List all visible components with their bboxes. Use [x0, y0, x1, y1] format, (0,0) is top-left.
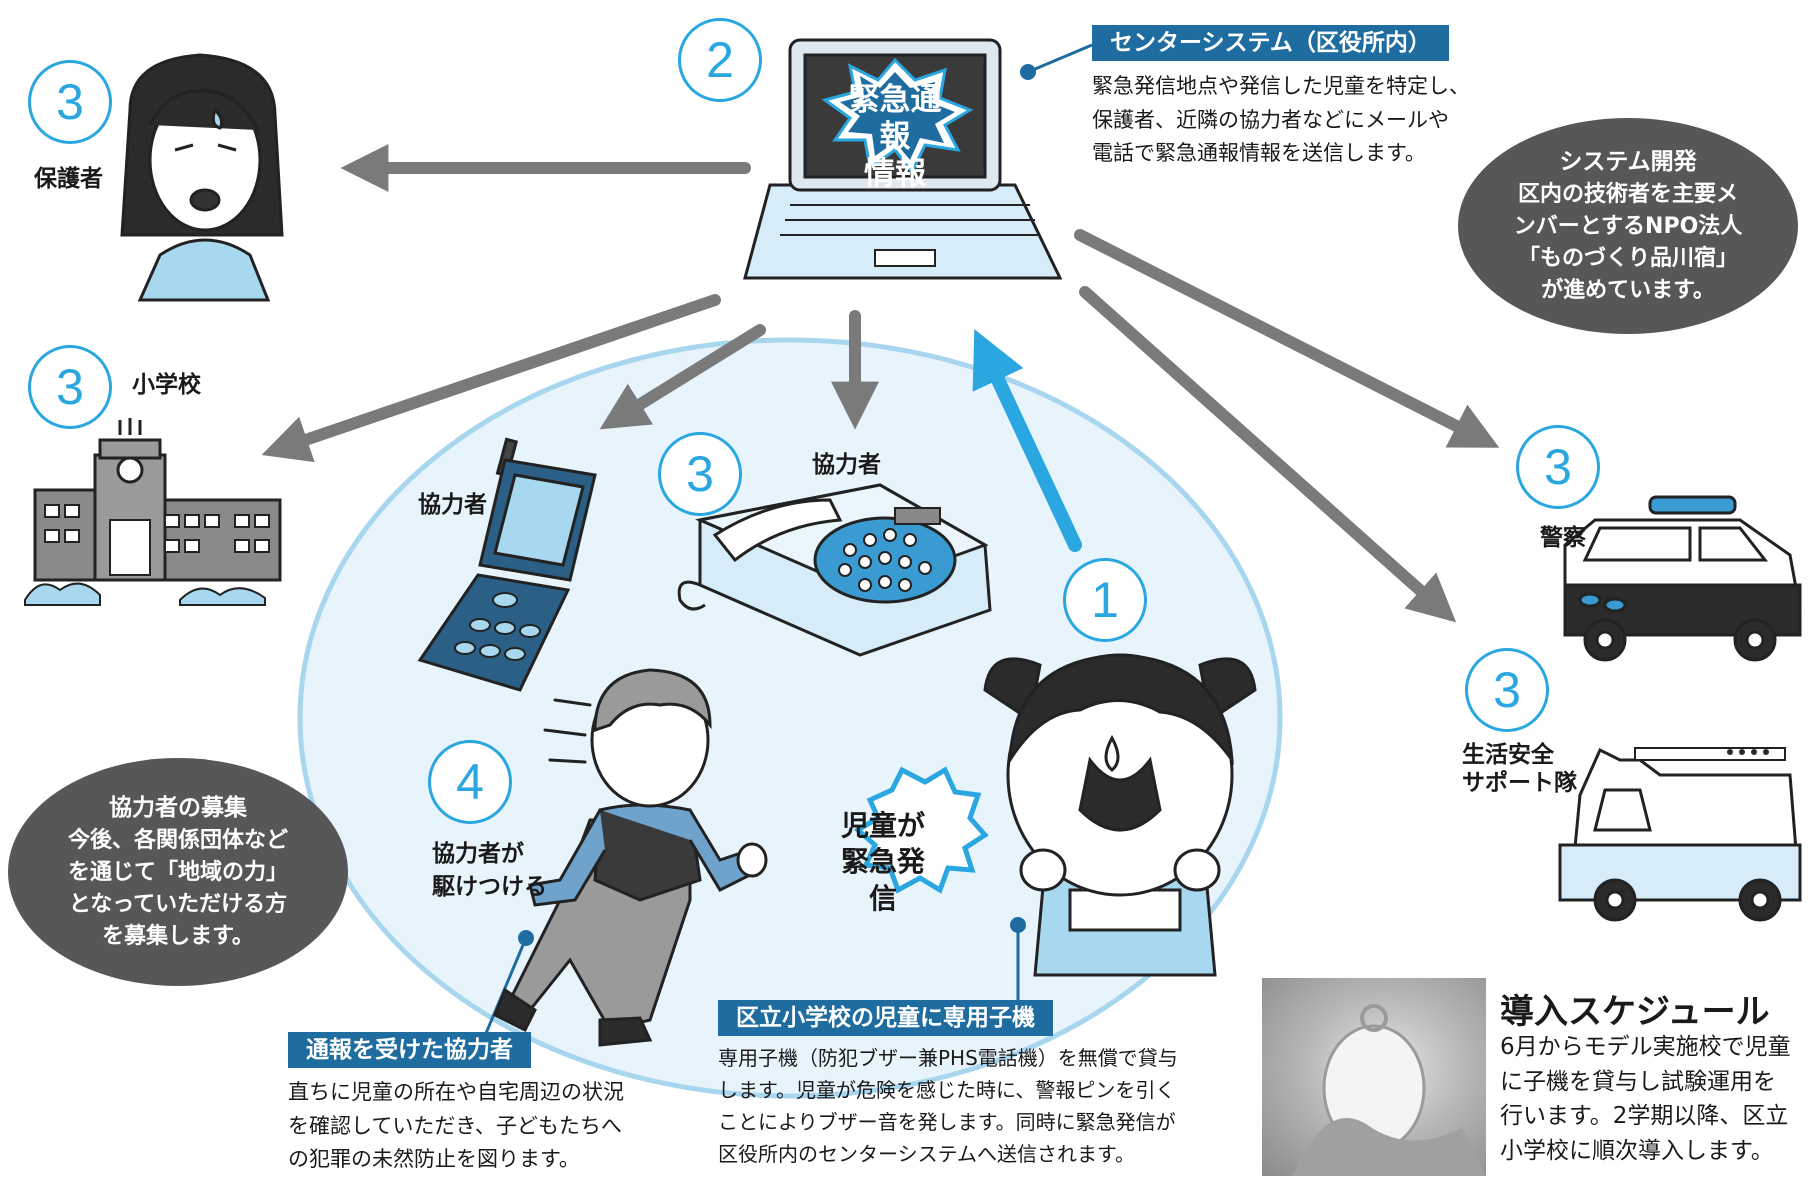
recruit-line-2: を通じて「地域の力」: [67, 859, 288, 885]
step-number-3-school: 3: [28, 345, 112, 429]
school-building-icon: [24, 418, 282, 606]
system-dev-line-1: 区内の技術者を主要メ: [1517, 181, 1738, 207]
label-cooperator-rushing: 協力者が 駆けつける: [432, 838, 547, 905]
schedule-line-2: に子機を貸与し試験運用を: [1500, 1068, 1776, 1095]
step-number-4: 4: [428, 740, 512, 824]
label-rushing-line-2: 駆けつける: [432, 874, 547, 901]
label-rushing-line-1: 協力者が: [432, 841, 524, 867]
schedule-line-3: 行います。2学期以降、区立: [1500, 1103, 1789, 1129]
connector-cooperator: [482, 937, 528, 1039]
system-dev-title: システム開発: [1559, 148, 1697, 175]
handset-line-2: します。児童が危険を感じた時に、警報ピンを引く: [718, 1078, 1176, 1102]
receiving-cooperator-line-1: 直ちに児童の所在や自宅周辺の状況: [288, 1080, 624, 1104]
connector-dot-cooperator: [518, 930, 534, 946]
handset-photo: [1262, 978, 1486, 1176]
handset-title: 区立小学校の児童に専用子機: [718, 1000, 1053, 1036]
schedule-line-1: 6月からモデル実施校で児童: [1500, 1034, 1791, 1060]
laptop-screen-line-2: 情報: [864, 156, 926, 193]
receiving-cooperator-line-3: の犯罪の未然防止を図ります。: [288, 1147, 580, 1172]
recruit-title: 協力者の募集: [109, 794, 247, 821]
step-number-3-police: 3: [1516, 425, 1600, 509]
step-number-3-phone: 3: [658, 432, 742, 516]
label-guardian: 保護者: [34, 166, 103, 192]
center-system-line-2: 保護者、近隣の協力者などにメールや: [1092, 107, 1449, 132]
arrow-child-to-center: [972, 329, 1082, 552]
center-system-line-1: 緊急発信地点や発信した児童を特定し、: [1092, 74, 1470, 98]
girl-icon: [983, 653, 1257, 977]
receiving-cooperator-body: 直ちに児童の所在や自宅周辺の状況 を確認していただき、子どもたちへ の犯罪の未然…: [288, 1076, 624, 1177]
label-cooperator-phone: 協力者: [812, 452, 881, 478]
handset-line-1: 専用子機（防犯ブザー兼PHS電話機）を無償で貸与: [718, 1046, 1178, 1070]
recruit-oval: 協力者の募集 今後、各関係団体など を通じて「地域の力」 となっていただける方 …: [8, 758, 348, 986]
laptop-icon: [743, 38, 1063, 280]
system-dev-oval: システム開発 区内の技術者を主要メ ンバーとするNPO法人 「ものづくり品川宿」…: [1458, 118, 1798, 334]
recruit-line-4: を募集します。: [102, 923, 254, 949]
laptop-screen-text: 緊急通報 情報: [840, 82, 950, 194]
system-dev-line-4: が進めています。: [1541, 277, 1715, 303]
handset-line-4: 区役所内のセンターシステムへ送信されます。: [718, 1142, 1135, 1166]
child-burst-text: 児童が 緊急発信: [828, 808, 938, 917]
schedule-title: 導入スケジュール: [1500, 992, 1770, 1032]
label-cooperator-mobile: 協力者: [418, 492, 487, 518]
label-safety-team-line-1: 生活安全: [1462, 742, 1554, 768]
step-number-3-guardian: 3: [28, 60, 112, 144]
label-police: 警察: [1540, 525, 1586, 551]
schedule-body: 6月からモデル実施校で児童 に子機を貸与し試験運用を 行います。2学期以降、区立…: [1500, 1030, 1791, 1168]
child-burst-line-2: 緊急発信: [840, 845, 925, 915]
connector-center-system: [1027, 43, 1093, 74]
mother-icon: [120, 53, 284, 302]
label-safety-team-line-2: サポート隊: [1462, 769, 1577, 796]
child-burst-line-1: 児童が: [840, 809, 925, 842]
label-safety-team: 生活安全 サポート隊: [1462, 742, 1577, 797]
arrow-to-police: [1074, 229, 1500, 448]
label-elementary-school: 小学校: [132, 372, 201, 398]
receiving-cooperator-line-2: を確認していただき、子どもたちへ: [288, 1113, 622, 1138]
receiving-cooperator-title: 通報を受けた協力者: [288, 1032, 531, 1068]
patrol-van-icon: [1558, 747, 1802, 922]
system-dev-line-3: 「ものづくり品川宿」: [1517, 245, 1738, 271]
handset-body: 専用子機（防犯ブザー兼PHS電話機）を無償で貸与 します。児童が危険を感じた時に…: [718, 1042, 1178, 1170]
recruit-line-1: 今後、各関係団体など: [67, 827, 288, 853]
notification-arrows: [261, 144, 1500, 623]
system-dev-line-2: ンバーとするNPO法人: [1513, 213, 1743, 239]
recruit-line-3: となっていただける方: [68, 891, 288, 917]
handset-line-3: ことによりブザー音を発します。同時に緊急発信が: [718, 1110, 1176, 1134]
connector-dot-center: [1020, 64, 1036, 80]
arrow-to-school: [261, 294, 721, 463]
police-car-icon: [1563, 495, 1802, 662]
center-system-title: センターシステム（区役所内）: [1092, 25, 1449, 61]
running-man-icon: [493, 668, 768, 1047]
schedule-line-4: 小学校に順次導入します。: [1500, 1137, 1774, 1164]
center-system-body: 緊急発信地点や発信した児童を特定し、 保護者、近隣の協力者などにメールや 電話で…: [1092, 70, 1470, 171]
connector-dot-handset: [1010, 917, 1026, 933]
flip-phone-icon: [417, 437, 597, 692]
arrow-to-safety-team: [1079, 286, 1457, 623]
desk-phone-icon: [677, 483, 992, 657]
arrow-to-mobile: [599, 324, 766, 430]
step-number-1: 1: [1063, 558, 1147, 642]
center-system-line-3: 電話で緊急通報情報を送信します。: [1092, 141, 1426, 166]
step-number-3-safety-team: 3: [1465, 648, 1549, 732]
child-alert-burst: [853, 766, 989, 894]
step-number-2: 2: [678, 18, 762, 102]
laptop-screen-line-1: 緊急通報: [848, 82, 942, 156]
